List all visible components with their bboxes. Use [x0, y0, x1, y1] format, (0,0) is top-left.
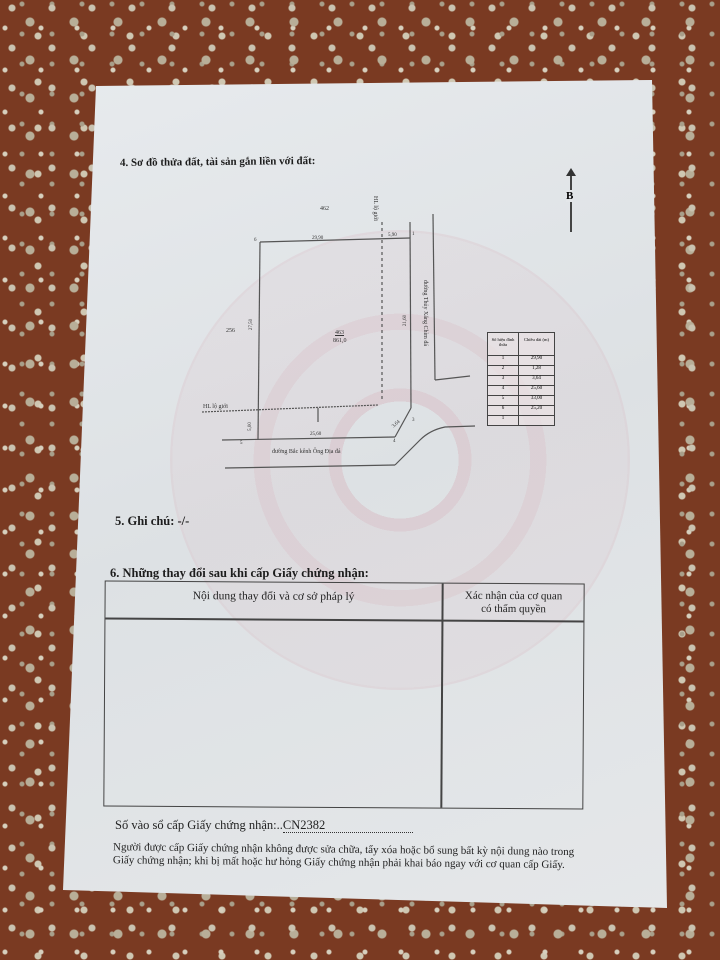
north-arrow-icon — [570, 172, 572, 232]
footer-notice: Người được cấp Giấy chứng nhận không đượ… — [113, 841, 643, 873]
edge-top-long-label: 29,90 — [312, 236, 324, 241]
parcel-462-label: 462 — [320, 206, 329, 212]
registry-label: Số vào sổ cấp Giấy chứng nhận:.. — [115, 818, 283, 832]
parcel-463-label: 463 — [335, 330, 344, 336]
edge-south-label: 25,60 — [310, 432, 322, 437]
registry-number: CN2382 — [282, 818, 414, 833]
edge-top-short-label: 5,90 — [388, 233, 397, 238]
north-arrow-head-icon — [566, 168, 576, 176]
point-6-label: 6 — [254, 238, 257, 243]
table-row: 1 — [488, 416, 554, 425]
section-6-title: 6. Những thay đổi sau khi cấp Giấy chứng… — [110, 566, 369, 580]
parcel-area-label: 861,0 — [333, 338, 347, 344]
hl-vertical-label: HL lộ giới — [372, 196, 378, 221]
authority-confirmation-header-line1: Xác nhận của cơ quan — [464, 589, 563, 603]
edge-west-label: 27,50 — [249, 318, 255, 331]
point-5-label: 5 — [240, 441, 243, 446]
changes-table: Nội dung thay đổi và cơ sở pháp lý Xác n… — [103, 580, 585, 810]
road-east-label: đường Thủy Xăng Chìm đá — [422, 280, 428, 346]
point-1-label: 1 — [412, 232, 415, 237]
edge-east-label: 21,60 — [403, 314, 409, 327]
point-3-label: 3 — [412, 418, 415, 423]
registry-number-row: Số vào sổ cấp Giấy chứng nhận:..CN2382 — [115, 818, 414, 833]
section-5-notes: 5. Ghi chú: -/- — [115, 514, 190, 528]
changes-content-header: Nội dung thay đổi và cơ sở pháp lý — [192, 590, 355, 604]
header-length: Chiều dài (m) — [524, 337, 549, 342]
road-south-label: đường Bắc kênh Ông Địa đá — [272, 449, 341, 455]
hl-line-label: HL lộ giới — [203, 404, 228, 410]
edge-sw-label: 5,00 — [247, 422, 253, 431]
point-4-label: 4 — [393, 439, 396, 444]
north-label: B — [566, 190, 574, 202]
authority-confirmation-header-line2: có thẩm quyền — [481, 602, 546, 616]
header-point-id: Số hiệu đỉnh thửa — [488, 333, 519, 355]
parcel-256-label: 256 — [226, 328, 235, 334]
